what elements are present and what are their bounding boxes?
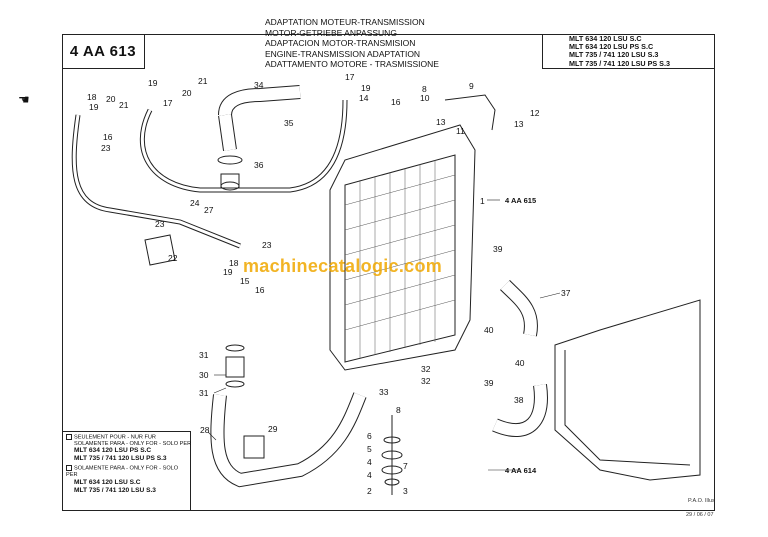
callout-39: 39 [493, 244, 503, 254]
callout-16: 16 [391, 97, 401, 107]
callout-11: 11 [456, 126, 465, 136]
callout-16: 16 [103, 132, 113, 142]
callout-5: 5 [367, 444, 372, 454]
callout-13: 13 [436, 117, 446, 127]
callout-35: 35 [284, 118, 294, 128]
model-item: MLT 735 / 741 120 LSU S.3 [569, 50, 659, 60]
legend-line: SEULEMENT POUR - NUR FUR [74, 434, 156, 441]
title-en: ENGINE-TRANSMISSION ADAPTATION [265, 48, 421, 59]
legend-model: MLT 634 120 LSU S.C [74, 478, 141, 486]
hand-cursor-icon: ☚ [18, 92, 30, 107]
callout-19: 19 [148, 78, 158, 88]
callout-31: 31 [199, 350, 209, 360]
callout-25: 24 [190, 198, 200, 208]
callout-32: 32 [421, 376, 431, 386]
callout-28: 28 [200, 425, 210, 435]
callout-31: 31 [199, 388, 209, 398]
title-block: ADAPTATION MOTEUR-TRANSMISSION MOTOR-GET… [265, 17, 439, 70]
model-item: MLT 634 120 LSU S.C [569, 34, 642, 43]
legend-line: SOLAMENTE PARA - ONLY FOR - SOLO PER [74, 440, 192, 447]
callout-2: 2 [367, 486, 372, 496]
callout-19: 19 [361, 83, 371, 93]
callout-15: 15 [240, 276, 250, 286]
callout-7: 7 [403, 461, 408, 471]
callout-10: 10 [420, 93, 430, 103]
title-it: ADATTAMENTO MOTORE - TRASMISSIONE [265, 59, 439, 69]
legend-model: MLT 634 120 LSU PS S.C [74, 447, 152, 455]
xref-radiator: 4 AA 615 [505, 196, 537, 205]
callout-13: 13 [514, 119, 524, 129]
callout-4: 4 [367, 470, 372, 480]
callout-23: 23 [262, 240, 272, 250]
callout-17: 17 [345, 72, 355, 82]
callout-39: 39 [484, 378, 494, 388]
callout-18: 18 [229, 258, 239, 268]
callout-40: 40 [515, 358, 525, 368]
callout-32: 32 [421, 364, 431, 374]
drawing-frame [62, 34, 715, 511]
square-icon [66, 434, 72, 440]
drawing-date: 29 / 06 / 07 [686, 512, 714, 518]
callout-3: 3 [403, 486, 408, 496]
callout-12: 12 [530, 108, 540, 118]
square-icon [66, 465, 72, 472]
callout-8: 8 [396, 405, 401, 415]
legend-group-ps: SEULEMENT POUR - NUR FUR SOLAMENTE PARA … [62, 432, 192, 463]
callout-19: 19 [223, 267, 233, 277]
callout-20: 20 [182, 88, 192, 98]
watermark: machinecatalogic.com [243, 256, 443, 276]
callout-24: 23 [155, 219, 165, 229]
legend-model: MLT 735 / 741 120 LSU PS S.3 [74, 455, 167, 463]
page-reference: 4 AA 613 [62, 34, 145, 69]
legend-model: MLT 735 / 741 120 LSU S.3 [74, 486, 156, 494]
title-de: MOTOR-GETRIEBE ANPASSUNG [265, 27, 397, 38]
callout-4: 4 [367, 457, 372, 467]
callout-40: 40 [484, 325, 494, 335]
callout-21: 21 [198, 76, 208, 86]
title-fr: ADAPTATION MOTEUR-TRANSMISSION [265, 17, 425, 27]
callout-38: 38 [514, 395, 524, 405]
callout-34: 34 [254, 80, 264, 90]
callout-16: 16 [255, 285, 265, 295]
callout-33: 33 [379, 387, 389, 397]
callout-29: 29 [268, 424, 278, 434]
callout-9: 9 [469, 81, 474, 91]
title-es: ADAPTACION MOTOR-TRANSMISION [265, 38, 416, 48]
callout-23: 23 [101, 143, 111, 153]
callout-36: 36 [254, 160, 264, 170]
illustration-code: P.A.O. Illus [688, 498, 715, 504]
callout-6: 6 [367, 431, 372, 441]
callout-21: 21 [119, 100, 129, 110]
callout-37: 37 [561, 288, 571, 298]
model-legend: SEULEMENT POUR - NUR FUR SOLAMENTE PARA … [62, 431, 191, 510]
legend-line: SOLAMENTE PARA - ONLY FOR - SOLO PER [66, 465, 179, 479]
callout-19: 19 [89, 102, 99, 112]
callout-1: 1 [480, 196, 485, 206]
legend-group-std: SOLAMENTE PARA - ONLY FOR - SOLO PER MLT… [62, 463, 190, 494]
callout-17: 17 [163, 98, 173, 108]
callout-22: 22 [168, 253, 178, 263]
model-item: MLT 735 / 741 120 LSU PS S.3 [569, 58, 670, 68]
callout-14: 14 [359, 93, 369, 103]
callout-26: 27 [204, 205, 214, 215]
model-list: MLT 634 120 LSU S.C MLT 634 120 LSU PS S… [542, 34, 714, 69]
model-item: MLT 634 120 LSU PS S.C [569, 42, 654, 52]
callout-18: 18 [87, 92, 97, 102]
callout-8: 8 [422, 84, 427, 94]
xref-frame: 4 AA 614 [505, 466, 537, 475]
callout-20: 20 [106, 94, 116, 104]
callout-30: 30 [199, 370, 209, 380]
